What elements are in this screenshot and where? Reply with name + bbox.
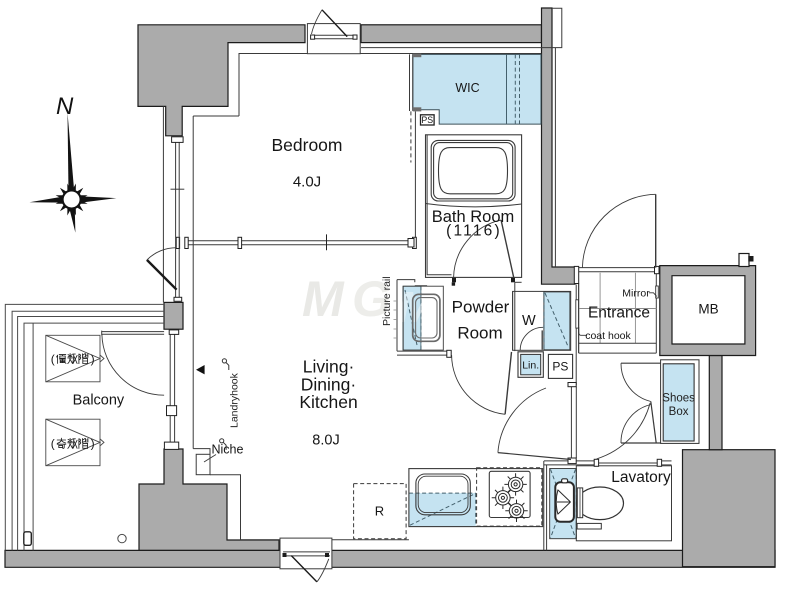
svg-text:Room: Room [457,324,502,343]
svg-text:M: M [302,271,345,327]
svg-text:): ) [91,352,95,366]
svg-text:N: N [56,93,74,120]
svg-text:Niche: Niche [212,443,244,457]
svg-text:(1116): (1116) [446,223,502,240]
svg-text:Picture rail: Picture rail [381,276,393,326]
svg-text:Bath Room: Bath Room [432,208,515,226]
svg-text:G: G [352,271,391,327]
svg-text:4.0J: 4.0J [293,174,321,191]
svg-text:Box: Box [669,406,689,418]
svg-text:8.0J: 8.0J [312,433,339,449]
svg-text:Lin.: Lin. [522,360,539,372]
svg-text:Entrance: Entrance [588,305,650,322]
svg-text:R: R [375,504,384,519]
svg-text:MB: MB [698,302,718,317]
svg-text:(: ( [51,352,55,366]
svg-text:Living·: Living· [303,357,355,377]
svg-text:WIC: WIC [455,81,479,95]
svg-text:M: M [398,283,436,332]
svg-text:PS: PS [552,360,568,374]
svg-text:Balcony: Balcony [73,393,125,409]
svg-text:coat hook: coat hook [585,330,631,342]
svg-text:Landryhook: Landryhook [229,372,241,428]
svg-text:Shoes: Shoes [662,393,695,405]
svg-text:): ) [91,437,95,451]
svg-text:Lavatory: Lavatory [611,469,671,486]
svg-text:(: ( [51,437,55,451]
svg-text:Powder: Powder [452,298,510,317]
svg-text:Kitchen: Kitchen [299,392,357,412]
svg-text:W: W [522,313,536,329]
svg-text:Dining·: Dining· [301,374,356,394]
svg-text:Bedroom: Bedroom [271,135,342,155]
svg-text:Mirror: Mirror [622,288,650,300]
svg-text:PS: PS [421,115,433,125]
